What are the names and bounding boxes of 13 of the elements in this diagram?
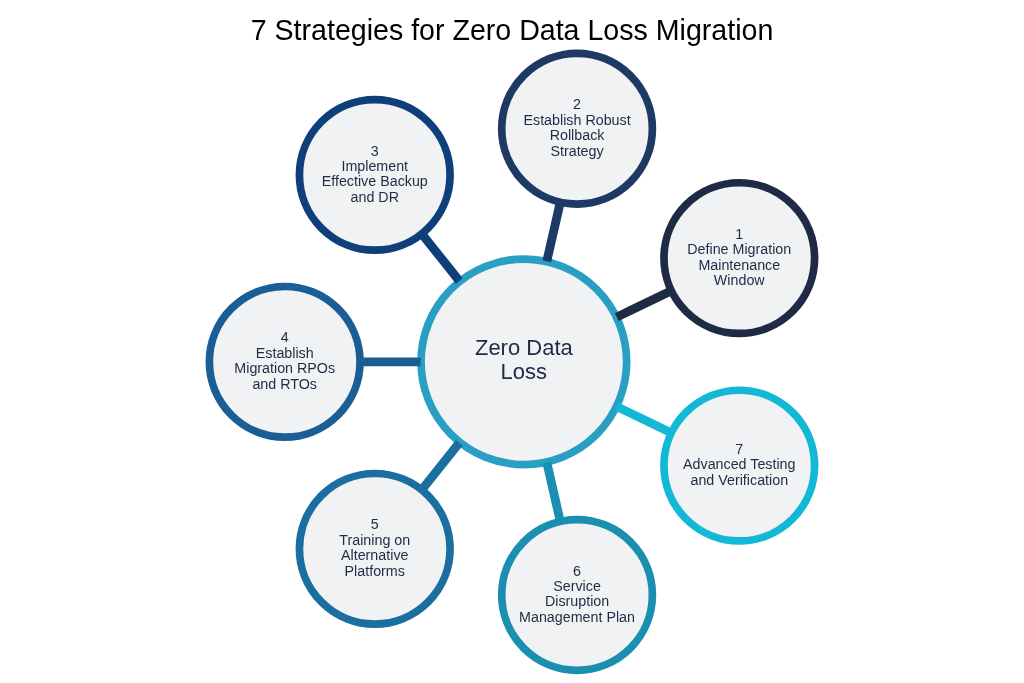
connector [418,440,463,493]
node-circle: 3 Implement Effective Backup and DR [295,95,454,255]
connector [360,357,421,367]
node-circle: 1 Define Migration Maintenance Window [660,178,819,338]
node-circle: 4 Establish Migration RPOs and RTOs [205,282,364,442]
node-circle: 2 Establish Robust Rollback Strategy [497,49,657,208]
diagram-title: 7 Strategies for Zero Data Loss Migration [250,13,774,46]
node-circle: 6 Service Disruption Management Plan [497,515,657,675]
connector [418,231,463,284]
connector [542,201,565,263]
node-circle: 5 Training on Alternative Platforms [295,469,454,628]
node-circle: 7 Advanced Testing and Verification [660,386,819,545]
node-circle: Zero Data Loss [417,255,631,469]
